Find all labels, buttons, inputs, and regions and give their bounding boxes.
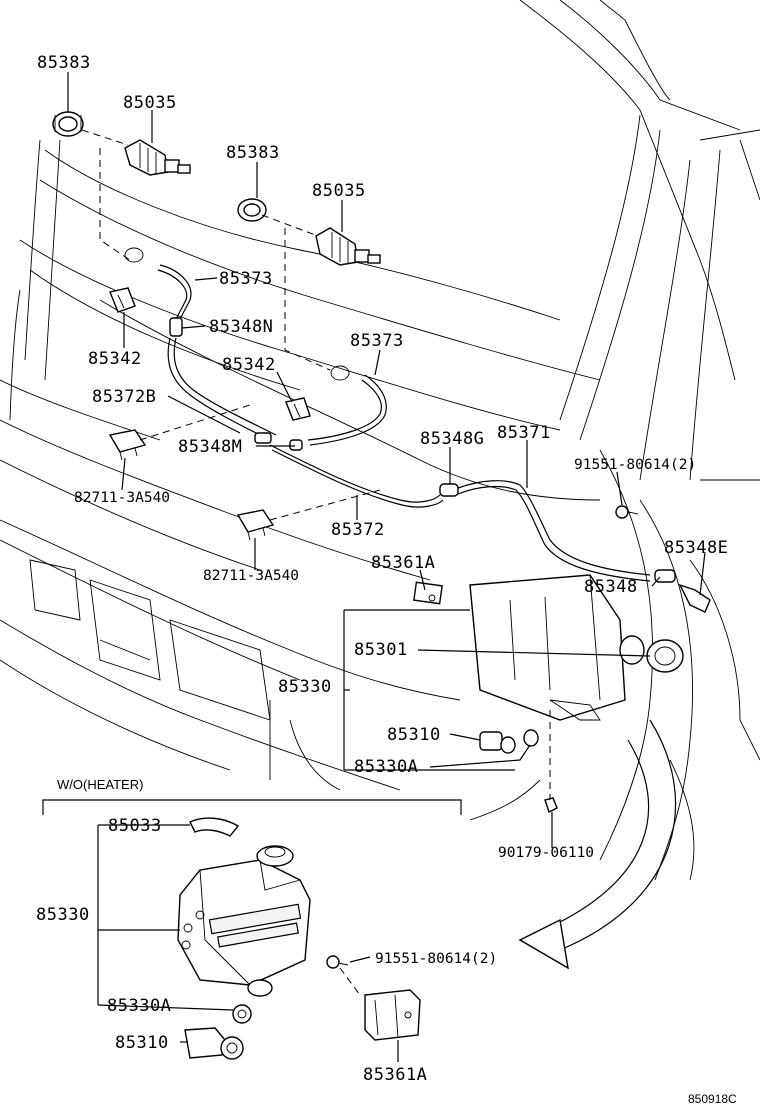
washer-tank-assembly-85330	[469, 574, 645, 721]
label-85330-detail: 85330	[36, 905, 90, 925]
bolt-91551-upper	[615, 505, 639, 519]
label-85301: 85301	[354, 640, 408, 660]
label-85373-left: 85373	[219, 269, 273, 289]
label-85372B: 85372B	[92, 387, 156, 407]
label-85348G: 85348G	[420, 429, 484, 449]
label-85348N: 85348N	[209, 317, 273, 337]
hose-joint-85348E	[678, 583, 711, 613]
washer-pump-85310-upper	[479, 731, 516, 754]
washer-hose-85373-left	[157, 264, 192, 326]
label-85033: 85033	[108, 816, 162, 836]
label-82711-right: 82711-3A540	[203, 568, 299, 584]
label-85035-center: 85035	[312, 181, 366, 201]
hose-clamp-85342-left	[109, 287, 136, 313]
filler-cap-85033-detail	[189, 817, 240, 837]
label-91551-upper: 91551-80614(2)	[574, 457, 696, 473]
hose-joint-85348M	[254, 432, 303, 451]
washer-hose-85373-right	[307, 374, 387, 446]
hose-clamp-85342-center	[285, 397, 311, 421]
nozzle-cap-85383-center	[237, 198, 267, 222]
washer-pump-85310-detail	[184, 1027, 244, 1060]
label-82711-left: 82711-3A540	[74, 490, 170, 506]
grommet-85330A-detail	[232, 1004, 252, 1024]
label-85342-left: 85342	[88, 349, 142, 369]
label-85342-center: 85342	[222, 355, 276, 375]
label-85035-left: 85035	[123, 93, 177, 113]
label-85330A-detail: 85330A	[107, 996, 171, 1016]
detail-arrow	[518, 719, 677, 970]
hood-clip-82711-right	[236, 509, 275, 541]
hose-joint-85348G	[439, 483, 459, 497]
label-91551-detail: 91551-80614(2)	[375, 951, 497, 967]
label-85372: 85372	[331, 520, 385, 540]
bolt-91551-detail	[326, 955, 349, 969]
label-85348M: 85348M	[178, 437, 242, 457]
section-wo-heater	[42, 799, 462, 815]
label-85348: 85348	[584, 577, 638, 597]
bracket-85361A-upper	[413, 581, 443, 605]
washer-nozzle-85035-left	[124, 139, 191, 176]
label-85373-right: 85373	[350, 331, 404, 351]
label-85330-upper: 85330	[278, 677, 332, 697]
diagram-code: 850918C	[688, 1092, 737, 1106]
washer-nozzle-85035-center	[315, 227, 381, 266]
label-85310-upper: 85310	[387, 725, 441, 745]
washer-tank-85330-detail	[177, 845, 311, 997]
leader-lines	[67, 72, 706, 1062]
label-85383-left: 85383	[37, 53, 91, 73]
washer-hose-85372	[269, 444, 444, 508]
label-85371: 85371	[497, 423, 551, 443]
hose-joint-85348	[654, 569, 676, 583]
label-85361A-upper: 85361A	[371, 553, 435, 573]
grommet-85330A-upper	[523, 729, 539, 747]
label-85361A-detail: 85361A	[363, 1065, 427, 1085]
grommet-90179	[544, 797, 558, 813]
vehicle-body-outline	[0, 0, 760, 881]
washer-hose-85372B	[167, 337, 277, 441]
hose-joint-85348N	[169, 317, 183, 337]
label-85310-detail: 85310	[115, 1033, 169, 1053]
label-85383-center: 85383	[226, 143, 280, 163]
label-90179: 90179-06110	[498, 845, 594, 861]
label-85330A-upper: 85330A	[354, 757, 418, 777]
hood-clip-82711-left	[108, 429, 147, 461]
section-title: W/O(HEATER)	[57, 777, 143, 792]
label-85348E: 85348E	[664, 538, 728, 558]
washer-hose-85371	[457, 480, 651, 582]
bracket-85361A-detail	[364, 989, 421, 1041]
washer-tank-cap-85301	[646, 639, 684, 673]
part-labels: 85383 85035 85383 85035 85373 85348N 853…	[36, 53, 728, 1085]
nozzle-cap-85383-left	[52, 111, 84, 137]
